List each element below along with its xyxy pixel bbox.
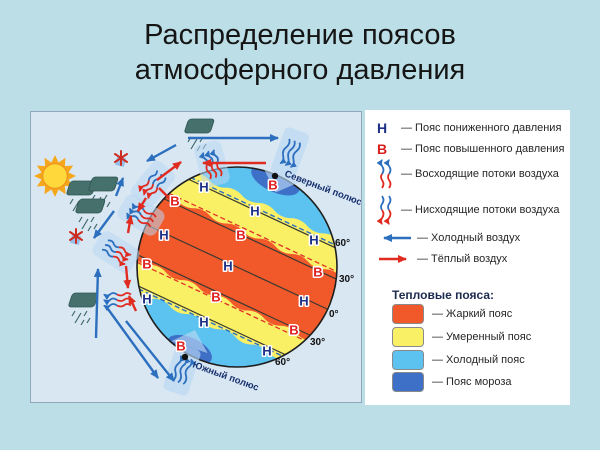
warm-air-arrow: [125, 215, 134, 234]
title-line-1: Распределение поясов: [144, 19, 456, 51]
pressure-letter: Н: [223, 259, 232, 274]
legend-label: — Холодный пояс: [432, 354, 525, 366]
legend-label: — Жаркий пояс: [432, 308, 513, 320]
title-line-2: атмосферного давления: [134, 54, 466, 86]
legend-item-descending: — Нисходящие потоки воздуха: [377, 194, 559, 226]
ascending-stream: [163, 330, 208, 396]
pressure-letter: В: [176, 339, 185, 354]
legend-item-ascending: — Восходящие потоки воздуха: [377, 158, 559, 190]
pressure-letter: В: [268, 178, 277, 193]
cold-air-arrow: [93, 210, 115, 239]
cold-air-arrow: [93, 268, 102, 339]
rain-cloud-icon: [75, 198, 106, 232]
descending-stream: [130, 161, 176, 207]
tropic-boundary-south: [130, 258, 312, 345]
warm-air-arrow-icon: [379, 255, 407, 263]
cold-air-arrow: [146, 143, 177, 163]
warm-air-arrow: [136, 197, 148, 212]
north-pole-dot: [271, 172, 279, 180]
latitude-label: 30°: [310, 337, 325, 348]
legend-label: — Холодный воздух: [417, 232, 521, 244]
hot-belt-swatch: [392, 304, 424, 324]
legend-item-warm-air: — Тёплый воздух: [377, 253, 507, 265]
ascending-streams-icon: [377, 159, 392, 189]
descending-streams-icon: [377, 195, 392, 225]
latitude-label: 60°: [275, 357, 290, 368]
pressure-letter: В: [170, 194, 179, 209]
latitude-line-30n: [159, 196, 341, 282]
legend-label: — Нисходящие потоки воздуха: [401, 204, 560, 216]
legend-label: — Пояс повышенного давления: [401, 143, 565, 155]
sun-icon: [34, 155, 76, 197]
ascending-stream: [117, 194, 165, 236]
equator-line: [146, 224, 328, 310]
pressure-letter: Н: [262, 344, 271, 359]
frost-belt-swatch: [392, 372, 424, 392]
latitude-line-30s: [133, 252, 315, 338]
pressure-letter: В: [211, 290, 220, 305]
legend-panel: Н — Пояс пониженного давления В — Пояс п…: [365, 110, 570, 405]
legend-item-high-pressure: В — Пояс повышенного давления: [377, 141, 564, 157]
snowflake-icon: [69, 228, 83, 246]
legend-label: — Тёплый воздух: [417, 253, 508, 265]
pressure-letter: В: [313, 265, 322, 280]
globe-outline: [136, 166, 338, 368]
tropic-boundary-north: [162, 189, 344, 276]
pressure-letter: В: [289, 323, 298, 338]
legend-item-temperate-belt: — Умеренный пояс: [392, 327, 531, 347]
pressure-letter: Н: [142, 292, 151, 307]
legend-label: — Умеренный пояс: [432, 331, 532, 343]
warm-air-arrow: [123, 265, 132, 289]
pressure-letter: Н: [199, 180, 208, 195]
cold-air-arrow: [125, 320, 175, 382]
legend-item-frost-belt: — Пояс мороза: [392, 372, 512, 392]
warm-air-arrow: [158, 187, 178, 207]
latitude-label: 60°: [335, 238, 350, 249]
legend-label: — Пояс мороза: [432, 376, 512, 388]
latitude-line-60s: [121, 277, 303, 364]
latitude-label: 30°: [339, 274, 354, 285]
pressure-letter: Н: [250, 204, 259, 219]
pressure-belts-diagram: Северный полюс Южный полюс НННННННННВВВВ…: [34, 118, 370, 400]
legend-label: — Пояс пониженного давления: [401, 122, 562, 134]
ascending-stream: [103, 292, 132, 312]
thermal-belts-header: Тепловые пояса:: [392, 288, 494, 302]
cold-air-arrow: [114, 177, 125, 197]
pressure-letter: В: [142, 257, 151, 272]
warm-air-arrow: [127, 295, 138, 312]
pressure-letter: Н: [199, 315, 208, 330]
south-pole-dot: [181, 353, 189, 361]
pressure-letter: Н: [299, 294, 308, 309]
high-pressure-symbol: В: [377, 141, 388, 157]
legend-item-low-pressure: Н — Пояс пониженного давления: [377, 120, 561, 136]
temperate-belt-swatch: [392, 327, 424, 347]
pressure-letter: Н: [309, 233, 318, 248]
cold-belt-swatch: [392, 350, 424, 370]
latitude-line-60n: [171, 170, 353, 257]
page-title: Распределение поясов атмосферного давлен…: [0, 18, 600, 88]
warm-air-arrow: [156, 161, 182, 181]
latitude-label: 0°: [329, 309, 339, 320]
rain-cloud-icon: [68, 292, 99, 326]
snowflake-icon: [114, 150, 128, 168]
cold-air-arrow-icon: [383, 234, 411, 242]
pressure-letter: В: [236, 228, 245, 243]
pressure-letter: Н: [159, 228, 168, 243]
legend-label: — Восходящие потоки воздуха: [401, 168, 559, 180]
legend-item-cold-belt: — Холодный пояс: [392, 350, 525, 370]
legend-item-hot-belt: — Жаркий пояс: [392, 304, 512, 324]
cold-air-arrow: [107, 308, 159, 379]
low-pressure-symbol: Н: [377, 120, 388, 136]
legend-item-cold-air: — Холодный воздух: [377, 232, 520, 244]
descending-stream: [92, 231, 140, 273]
